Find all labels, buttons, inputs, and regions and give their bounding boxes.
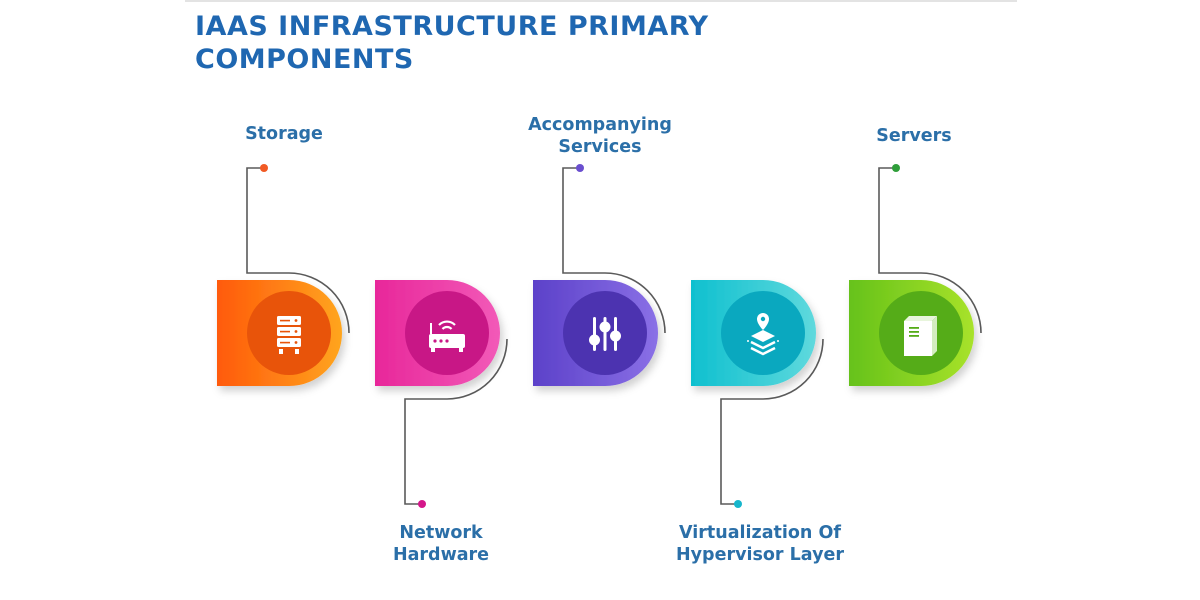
label-network-hardware-line-1: Network — [399, 523, 483, 543]
component-servers — [849, 164, 982, 386]
accompanying-services-dot — [576, 164, 584, 172]
label-virtualization-line-1: Virtualization Of — [679, 523, 841, 543]
component-network-hardware — [375, 280, 508, 508]
label-accompanying-services: Accompanying Services — [500, 114, 700, 158]
storage-dot — [260, 164, 268, 172]
label-network-hardware: Network Hardware — [341, 522, 541, 566]
router-icon — [429, 320, 465, 352]
server-tower-icon — [904, 316, 937, 356]
storage-rack-icon — [277, 316, 301, 354]
title-line-2: COMPONENTS — [195, 44, 414, 75]
label-accompanying-services-line-1: Accompanying — [528, 115, 672, 135]
label-network-hardware-line-2: Hardware — [392, 545, 490, 565]
network-hardware-dot — [418, 500, 426, 508]
label-accompanying-services-line-2: Services — [558, 137, 642, 157]
label-servers-line-1: Servers — [876, 126, 952, 146]
sliders-icon — [589, 317, 621, 351]
component-virtualization — [691, 280, 824, 508]
label-virtualization-line-2: Hypervisor Layer — [676, 545, 844, 565]
title-line-1: IAAS INFRASTRUCTURE PRIMARY — [195, 11, 709, 42]
storage-connector — [246, 167, 350, 334]
servers-connector — [878, 167, 982, 334]
component-storage — [217, 164, 350, 386]
layers-pin-icon — [747, 313, 779, 356]
label-virtualization: Virtualization Of Hypervisor Layer — [660, 522, 860, 566]
label-storage-line-1: Storage — [245, 124, 323, 144]
page-title: IAAS INFRASTRUCTURE PRIMARY COMPONENTS — [195, 10, 709, 76]
servers-dot — [892, 164, 900, 172]
virtualization-connector — [720, 338, 824, 505]
component-accompanying-services — [533, 164, 666, 386]
top-divider — [185, 0, 1017, 2]
label-servers: Servers — [814, 125, 1014, 147]
network-hardware-icon-circle — [405, 291, 489, 375]
accompanying-services-connector — [562, 167, 666, 334]
network-hardware-connector — [404, 338, 508, 505]
virtualization-dot — [734, 500, 742, 508]
label-storage: Storage — [184, 123, 384, 145]
